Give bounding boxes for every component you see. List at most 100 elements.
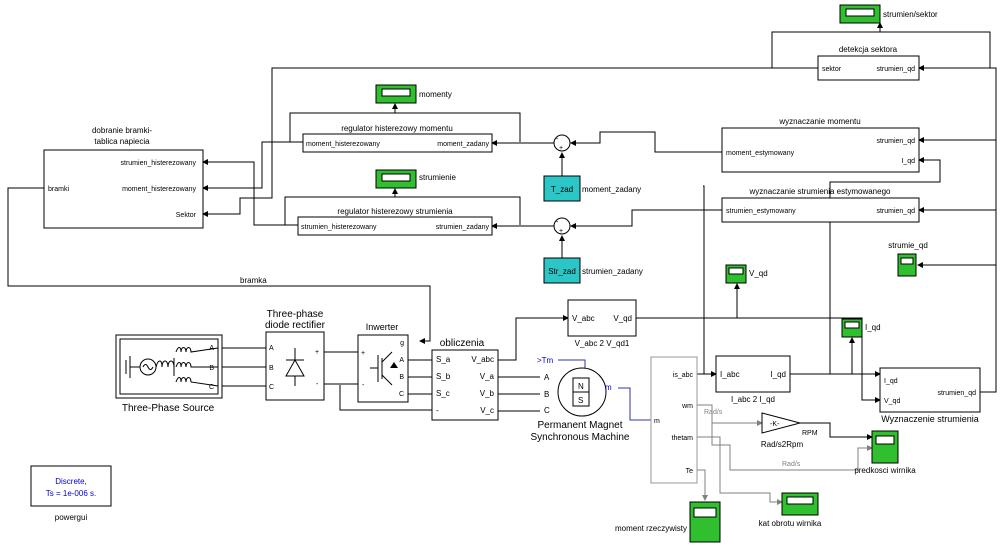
label-bramka: bramka — [240, 276, 267, 285]
label-rads2: Rad/s — [782, 461, 801, 468]
block-gain-rad2rpm[interactable]: -K- Rad/s2Rpm RPM — [761, 412, 818, 449]
regs-out: strumien_histerezowany — [301, 224, 377, 231]
obl-in2: S_b — [436, 372, 451, 381]
wire-mest-sum1 — [570, 131, 722, 153]
source-symbol-icon — [125, 347, 219, 387]
scope-kat-obrotu[interactable]: kat obrotu wirnika — [759, 492, 822, 528]
strzad-label: Str_zad — [548, 267, 576, 276]
wire-wm-scope — [711, 423, 873, 471]
src-b: B — [209, 365, 214, 372]
block-machine-demux[interactable]: is_abc wm thetam Te m — [650, 356, 698, 484]
inv-plus: + — [361, 350, 365, 357]
powergui-line1: Discrete, — [55, 477, 87, 486]
vabc-name: V_abc 2 V_qd1 — [575, 339, 630, 348]
scope-momenty[interactable]: momenty — [375, 84, 452, 104]
scope-predkosci[interactable]: predkosci wirnika — [854, 430, 916, 475]
block-regulator-strumienia[interactable]: regulator histerezowy strumienia strumie… — [297, 207, 493, 236]
scope-strumie-qd[interactable]: strumie_qd — [888, 241, 928, 277]
sum-moment[interactable]: - + — [553, 134, 571, 152]
ws-out: strumien_estymowany — [726, 208, 796, 215]
scope-vqd[interactable]: V_qd — [725, 264, 768, 284]
wire-inv-minus — [339, 385, 432, 411]
wm-in2: I_qd — [901, 158, 915, 165]
wire-sektor — [202, 67, 818, 217]
obl-name: obliczenia — [440, 338, 485, 349]
wire-wm — [697, 404, 763, 426]
block-diode-rectifier[interactable]: Three-phase diode rectifier A B C + - — [265, 309, 326, 401]
block-wyznaczanie-strumienia[interactable]: wyznaczanie strumienia estymowanego stru… — [721, 187, 920, 223]
wire-momenty-scope — [289, 112, 521, 142]
demux-p3: thetam — [672, 435, 694, 442]
gain-out: RPM — [802, 430, 818, 437]
block-three-phase-source[interactable]: A B C Three-Phase Source — [115, 334, 223, 414]
pmsm-a: A — [544, 373, 550, 382]
wire-isabc-in — [703, 185, 705, 374]
wire-vqd-out — [636, 317, 881, 403]
scope-strumien-sektor[interactable]: strumien/sektor — [839, 4, 938, 24]
scope-strumienie[interactable]: strumienie — [375, 169, 456, 189]
obl-out3: V_b — [480, 389, 495, 398]
scope8-label: kat obrotu wirnika — [759, 519, 822, 528]
obl-out2: V_a — [480, 372, 495, 381]
pmsm-name1: Permanent Magnet — [537, 420, 622, 431]
scope9-label: moment rzeczywisty — [615, 524, 687, 533]
sum-strumien[interactable]: - + — [553, 217, 571, 235]
inv-c: C — [399, 391, 404, 398]
block-inwerter[interactable]: Inwerter g A B C + - — [357, 322, 409, 403]
demux-in: m — [654, 418, 660, 425]
inv-g: g — [400, 340, 404, 347]
block-iabc2iqd[interactable]: I_abc I_qd I_abc 2 I_qd — [715, 355, 791, 404]
demux-p4: Te — [686, 468, 694, 475]
dobranie-in2: moment_histerezowany — [122, 186, 196, 193]
regs-title: regulator histerezowy strumienia — [337, 207, 453, 216]
block-vabc2vqd[interactable]: V_abc V_qd V_abc 2 V_qd1 — [567, 299, 637, 348]
sum-strumien-plus: + — [559, 228, 563, 235]
block-wyznaczanie-momentu[interactable]: wyznaczanie momentu moment_estymowany st… — [721, 117, 920, 173]
source-name: Three-Phase Source — [122, 403, 215, 414]
pmsm-name2: Synchronous Machine — [531, 432, 630, 443]
dobranie-title1: dobranie bramki- — [92, 126, 152, 135]
block-detekcja-sektora[interactable]: detekcja sektora sektor strumien_qd — [817, 45, 920, 81]
block-dobranie-bramki[interactable]: dobranie bramki- tablica napiecia strumi… — [43, 126, 204, 229]
constant-str-zad[interactable]: Str_zad strumien_zadany — [543, 257, 643, 284]
iabc-in: I_abc — [720, 370, 740, 379]
block-wyznaczenie-strumienia[interactable]: I_qd V_qd strumien_qd Wyznaczenie strumi… — [879, 367, 981, 424]
block-regulator-momentu[interactable]: regulator histerezowy momentu moment_his… — [302, 124, 493, 153]
rect-a: A — [269, 345, 274, 352]
regm-out: moment_histerezowany — [306, 141, 380, 148]
detekcja-in: strumien_qd — [876, 66, 915, 73]
diode-icon — [285, 348, 305, 386]
scope1-label: strumien/sektor — [883, 10, 938, 19]
iabc-name: I_abc 2 I_qd — [731, 395, 775, 404]
demux-p1: is_abc — [673, 372, 694, 379]
vabc-in: V_abc — [572, 314, 595, 323]
wire-bramka — [7, 187, 431, 344]
block-pmsm[interactable]: >Tm A B C N S m Permanent Magnet Synchro… — [531, 356, 630, 443]
dobranie-in3: Sektor — [176, 212, 197, 219]
scope-moment-rzeczywisty[interactable]: moment rzeczywisty — [615, 501, 721, 543]
wire-strumien-hist — [202, 159, 298, 226]
scope-iqd[interactable]: I_qd — [841, 318, 881, 338]
rect-c: C — [269, 384, 274, 391]
dobranie-title2: tablica napiecia — [94, 137, 150, 146]
wire-te — [697, 469, 708, 501]
block-powergui[interactable]: Discrete, Ts = 1e-006 s. powergui — [30, 465, 112, 522]
rect-name1: Three-phase — [267, 309, 324, 320]
wire-vabc — [498, 315, 569, 361]
strzad-name: strumien_zadany — [582, 267, 643, 276]
src-a: A — [209, 345, 214, 352]
wyzs-out: strumien_qd — [937, 390, 976, 397]
ws-in: strumien_qd — [876, 208, 915, 215]
wire-strumienie-scope — [284, 196, 521, 225]
wyzs-in1: I_qd — [884, 378, 898, 385]
scope6-label: strumie_qd — [888, 241, 928, 250]
tzad-name: moment_zadany — [582, 185, 641, 194]
vabc-out: V_qd — [613, 314, 632, 323]
inv-b: B — [399, 374, 404, 381]
rect-b: B — [269, 365, 274, 372]
constant-t-zad[interactable]: T_zad moment_zadany — [543, 175, 641, 202]
wire-ss-scope — [771, 31, 991, 68]
iabc-out: I_qd — [770, 370, 786, 379]
block-obliczenia[interactable]: obliczenia S_a S_b S_c - V_abc V_a V_b V… — [431, 338, 499, 421]
